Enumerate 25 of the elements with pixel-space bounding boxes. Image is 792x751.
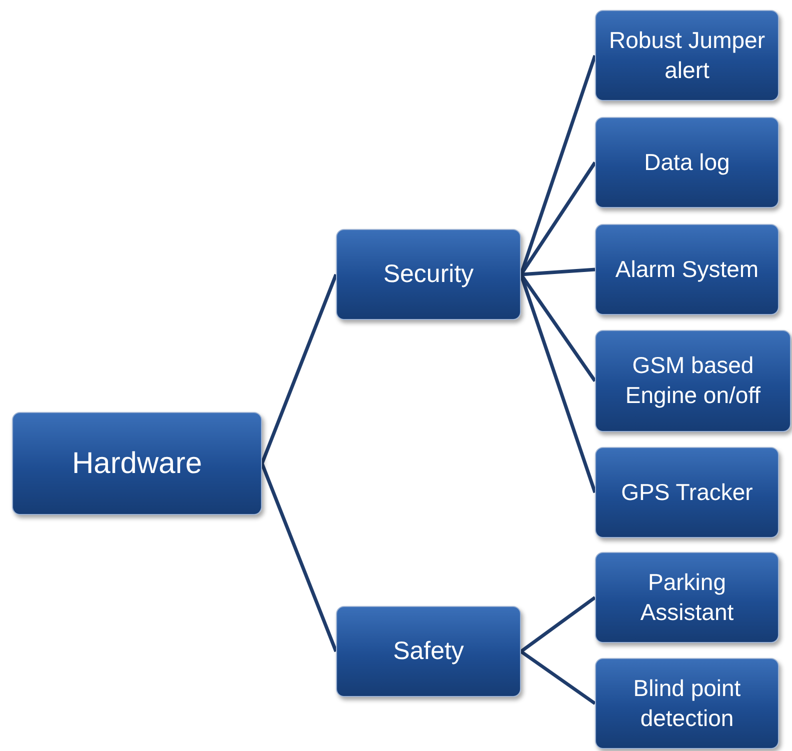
node-label: Parking Assistant bbox=[639, 568, 735, 626]
process-box bbox=[595, 10, 779, 101]
process-box bbox=[336, 229, 521, 320]
node-label: Data log bbox=[644, 148, 730, 177]
connector-line bbox=[520, 650, 596, 705]
process-box bbox=[336, 606, 521, 697]
node-label: Safety bbox=[393, 636, 464, 668]
node-label: Blind point detection bbox=[632, 674, 742, 732]
node-label: GSM based Engine on/off bbox=[624, 351, 762, 410]
node-label: Robust Jumper alert bbox=[608, 26, 766, 84]
node-label: GPS Tracker bbox=[621, 478, 753, 507]
connector-line bbox=[260, 274, 338, 464]
node-label: Hardware bbox=[72, 446, 202, 482]
node-label: Security bbox=[383, 259, 474, 290]
process-box bbox=[12, 412, 262, 515]
process-box bbox=[595, 224, 779, 315]
process-box bbox=[595, 117, 779, 208]
process-box bbox=[595, 658, 779, 749]
connector-line bbox=[520, 596, 596, 653]
connector-line bbox=[260, 462, 338, 652]
process-box bbox=[595, 552, 779, 643]
process-box bbox=[595, 447, 779, 538]
connector-line bbox=[520, 268, 596, 276]
process-box bbox=[595, 330, 791, 432]
node-label: Alarm System bbox=[615, 254, 759, 284]
